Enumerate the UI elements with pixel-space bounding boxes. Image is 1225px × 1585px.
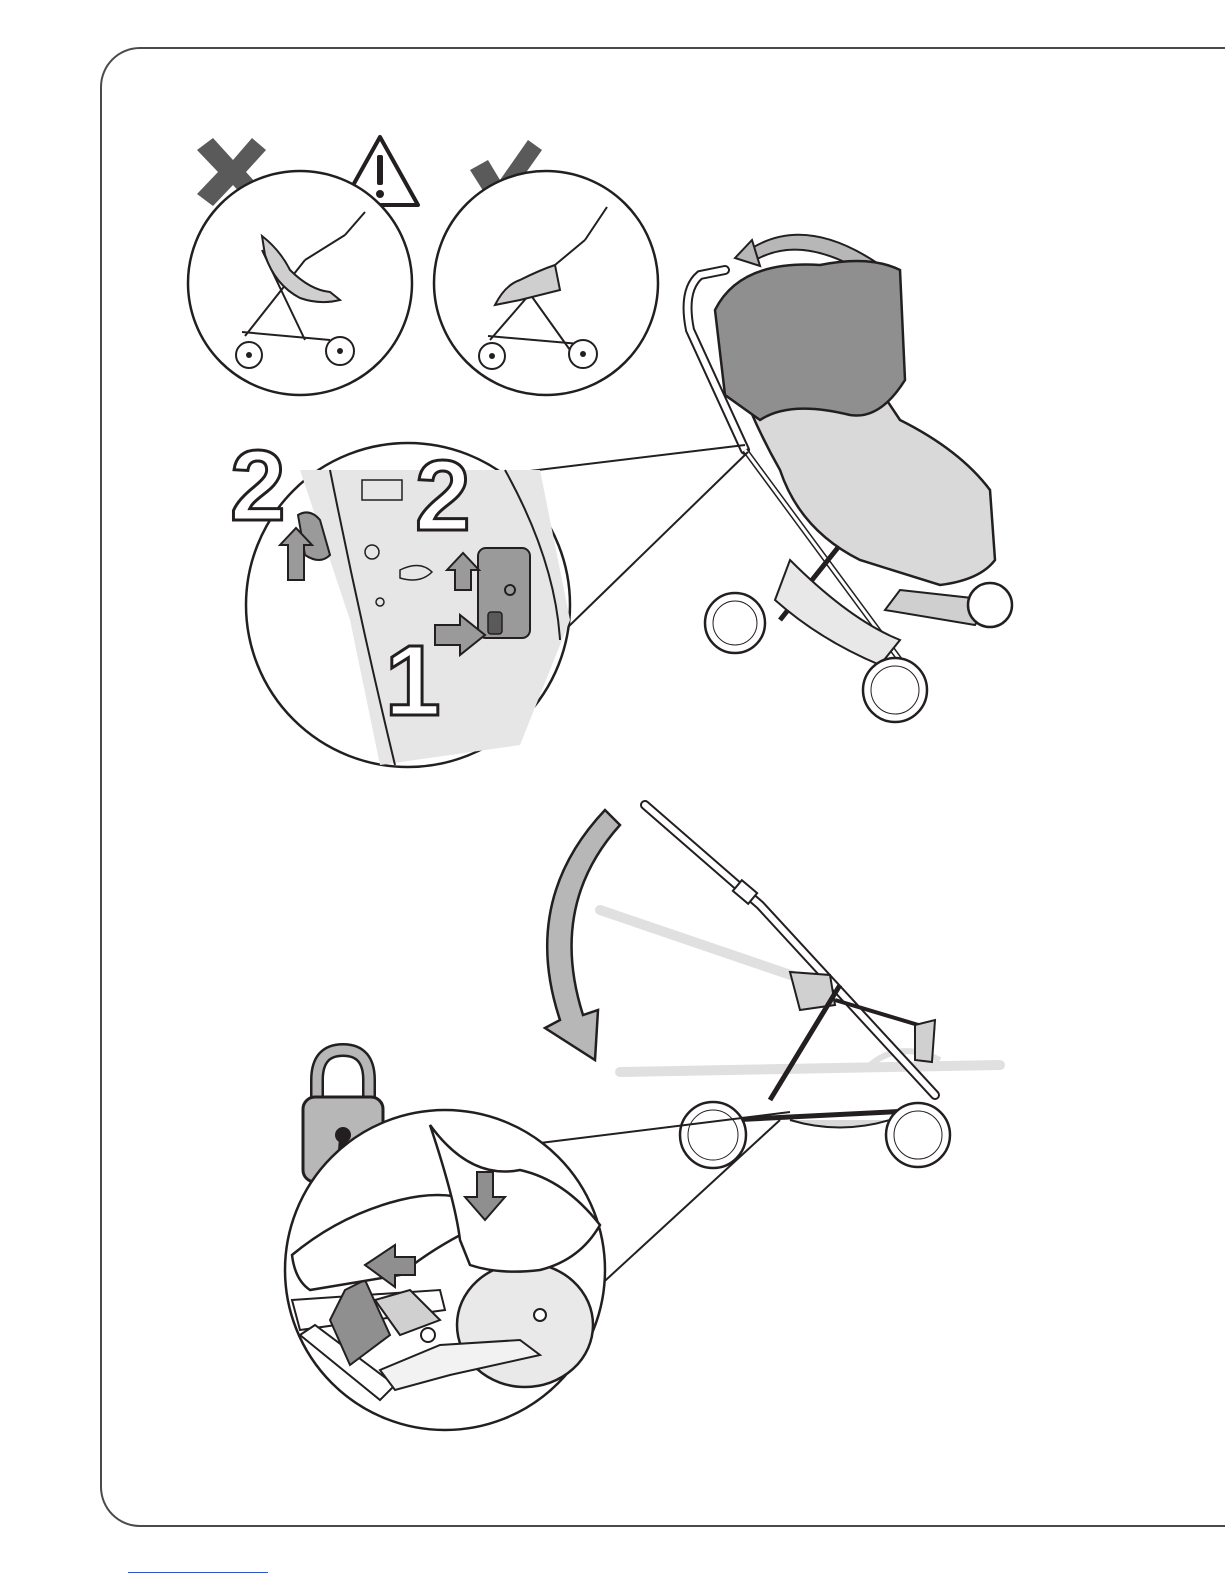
step-number-2-left: 2 [230, 430, 286, 542]
lock-latch-detail [285, 1110, 605, 1430]
incorrect-fold-circle [188, 171, 412, 395]
step-number-1: 1 [385, 625, 441, 737]
footer-underline [128, 1572, 268, 1573]
stroller-folding [645, 805, 950, 1168]
step-number-2-right: 2 [415, 440, 471, 552]
fold-direction-arrow [545, 810, 620, 1060]
correct-fold-circle [434, 171, 658, 395]
stroller-unfolded [688, 235, 1012, 722]
